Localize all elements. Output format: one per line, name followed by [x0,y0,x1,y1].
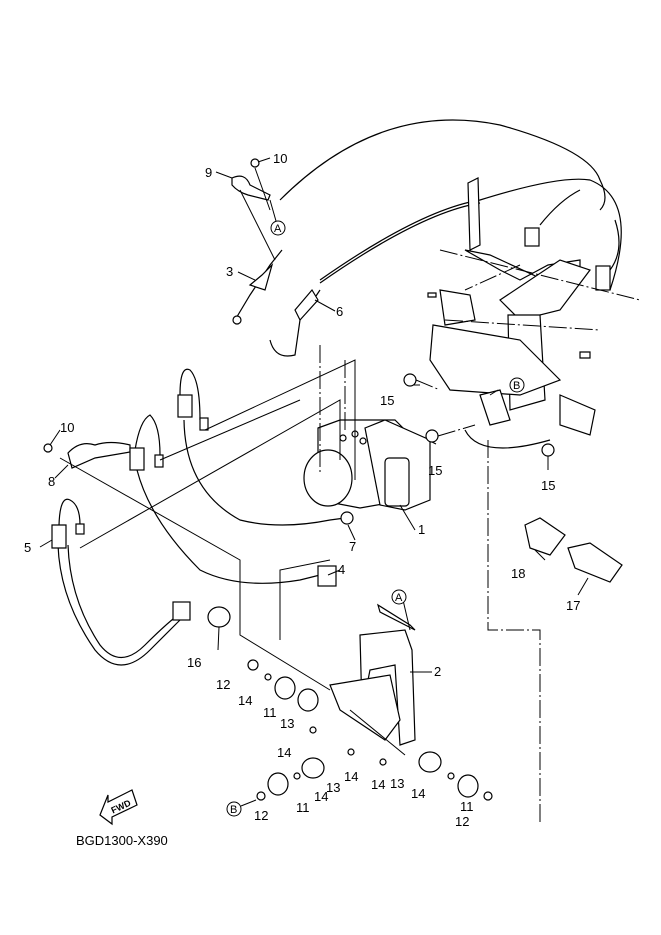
callout-13-a: 13 [280,716,294,731]
abs-hydraulic-unit [303,419,431,511]
callout-14-e: 14 [314,789,328,804]
clamp-8 [43,441,131,469]
fwd-arrow-icon [99,789,138,826]
mount-hardware [247,659,493,801]
callout-14-a: 14 [238,693,252,708]
callout-11-a: 11 [263,705,277,720]
callout-2: 2 [434,664,441,679]
callout-6: 6 [336,304,343,319]
callout-12-c: 12 [455,814,469,829]
clamp-9 [231,158,271,201]
callout-14-b: 14 [277,745,291,760]
ref-marker-a-bracket: A [391,589,407,605]
callout-10-top: 10 [273,151,287,166]
callout-17: 17 [566,598,580,613]
brake-pipe-group [129,368,354,587]
callout-15-c: 15 [541,478,555,493]
svg-text:A: A [274,223,282,235]
callout-11-b: 11 [296,800,310,815]
brake-line-upper [279,119,606,211]
callout-9: 9 [205,165,212,180]
brake-line-lower [319,178,622,291]
connector-17 [567,542,623,583]
frame-bracket [427,177,620,449]
callout-13-c: 13 [390,776,404,791]
callout-14-c: 14 [344,769,358,784]
callout-4: 4 [338,562,345,577]
brake-hose-3 [232,249,283,325]
callout-14-f: 14 [411,786,425,801]
callout-5: 5 [24,540,31,555]
svg-text:B: B [513,380,520,392]
callout-15-b: 15 [428,463,442,478]
svg-text:A: A [395,592,403,604]
ref-marker-b-frame: B [509,377,525,393]
callout-11-c: 11 [460,799,474,814]
callout-18: 18 [511,566,525,581]
brake-hose-6 [269,288,321,357]
callout-3: 3 [226,264,233,279]
clamp-16 [207,606,231,628]
callout-13-b: 13 [326,780,340,795]
callout-1: 1 [418,522,425,537]
callout-12-a: 12 [216,677,230,692]
callout-14-d: 14 [371,777,385,792]
callout-15-a: 15 [380,393,394,408]
ref-marker-a-top: A [270,220,286,236]
callout-10-left: 10 [60,420,74,435]
brake-hose-5 [51,498,191,666]
connector-18 [524,517,566,556]
svg-text:B: B [230,804,237,816]
ref-marker-b-bottom: B [226,801,242,817]
bracket-2 [329,603,416,746]
callout-12-b: 12 [254,808,268,823]
nuts-15 [403,373,555,457]
callout-8: 8 [48,474,55,489]
callout-16: 16 [187,655,201,670]
callout-7: 7 [349,539,356,554]
leader-lines [39,157,589,673]
diagram-code: BGD1300-X390 [76,833,168,848]
